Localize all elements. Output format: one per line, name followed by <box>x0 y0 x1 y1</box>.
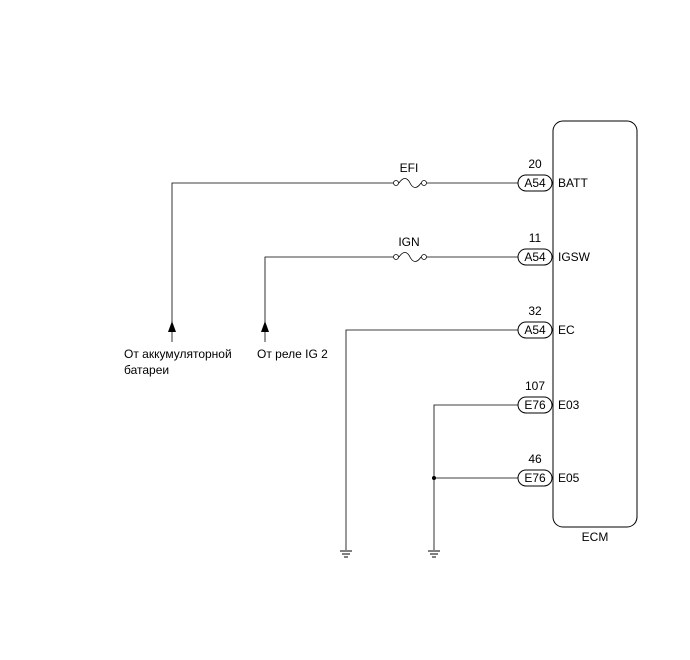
ec-circuit <box>339 329 518 558</box>
ground-icon <box>339 550 353 558</box>
e03-e05-circuit <box>427 404 518 558</box>
igsw-circuit: IGN <box>261 235 518 342</box>
terminal-label: BATT <box>558 176 588 190</box>
batt-circuit: EFI <box>168 161 518 342</box>
ground-icon <box>427 550 441 558</box>
relay-arrow-icon <box>261 321 269 332</box>
battery-arrow-icon <box>168 321 176 332</box>
terminal-label: IGSW <box>558 250 591 264</box>
terminal-label: E03 <box>558 398 580 412</box>
connector-label: A54 <box>524 323 546 337</box>
connector-label: E76 <box>524 471 546 485</box>
pin-e05: 46 E76 E05 <box>517 452 580 487</box>
ecm-box <box>552 120 638 528</box>
battery-source-label-line2: батареи <box>124 363 169 377</box>
terminal-label: E05 <box>558 471 580 485</box>
pin-number: 107 <box>525 379 545 393</box>
pin-number: 11 <box>529 231 542 245</box>
junction-dot <box>432 476 436 480</box>
pin-igsw: 11 A54 IGSW <box>517 231 591 266</box>
pin-number: 46 <box>528 452 542 466</box>
terminal-label: EC <box>558 323 575 337</box>
connector-label: A54 <box>524 250 546 264</box>
connector-label: E76 <box>524 398 546 412</box>
pin-number: 32 <box>528 304 542 318</box>
connector-label: A54 <box>524 176 546 190</box>
battery-source-label: От аккумуляторной <box>124 347 232 361</box>
pin-e03: 107 E76 E03 <box>517 379 580 414</box>
ecm-label: ECM <box>582 530 609 544</box>
fuse-ign-label: IGN <box>398 235 419 249</box>
pin-batt: 20 A54 BATT <box>517 157 588 192</box>
relay-source-label: От реле IG 2 <box>257 347 328 361</box>
pin-number: 20 <box>528 157 542 171</box>
pin-ec: 32 A54 EC <box>517 304 575 339</box>
fuse-efi-label: EFI <box>400 161 419 175</box>
